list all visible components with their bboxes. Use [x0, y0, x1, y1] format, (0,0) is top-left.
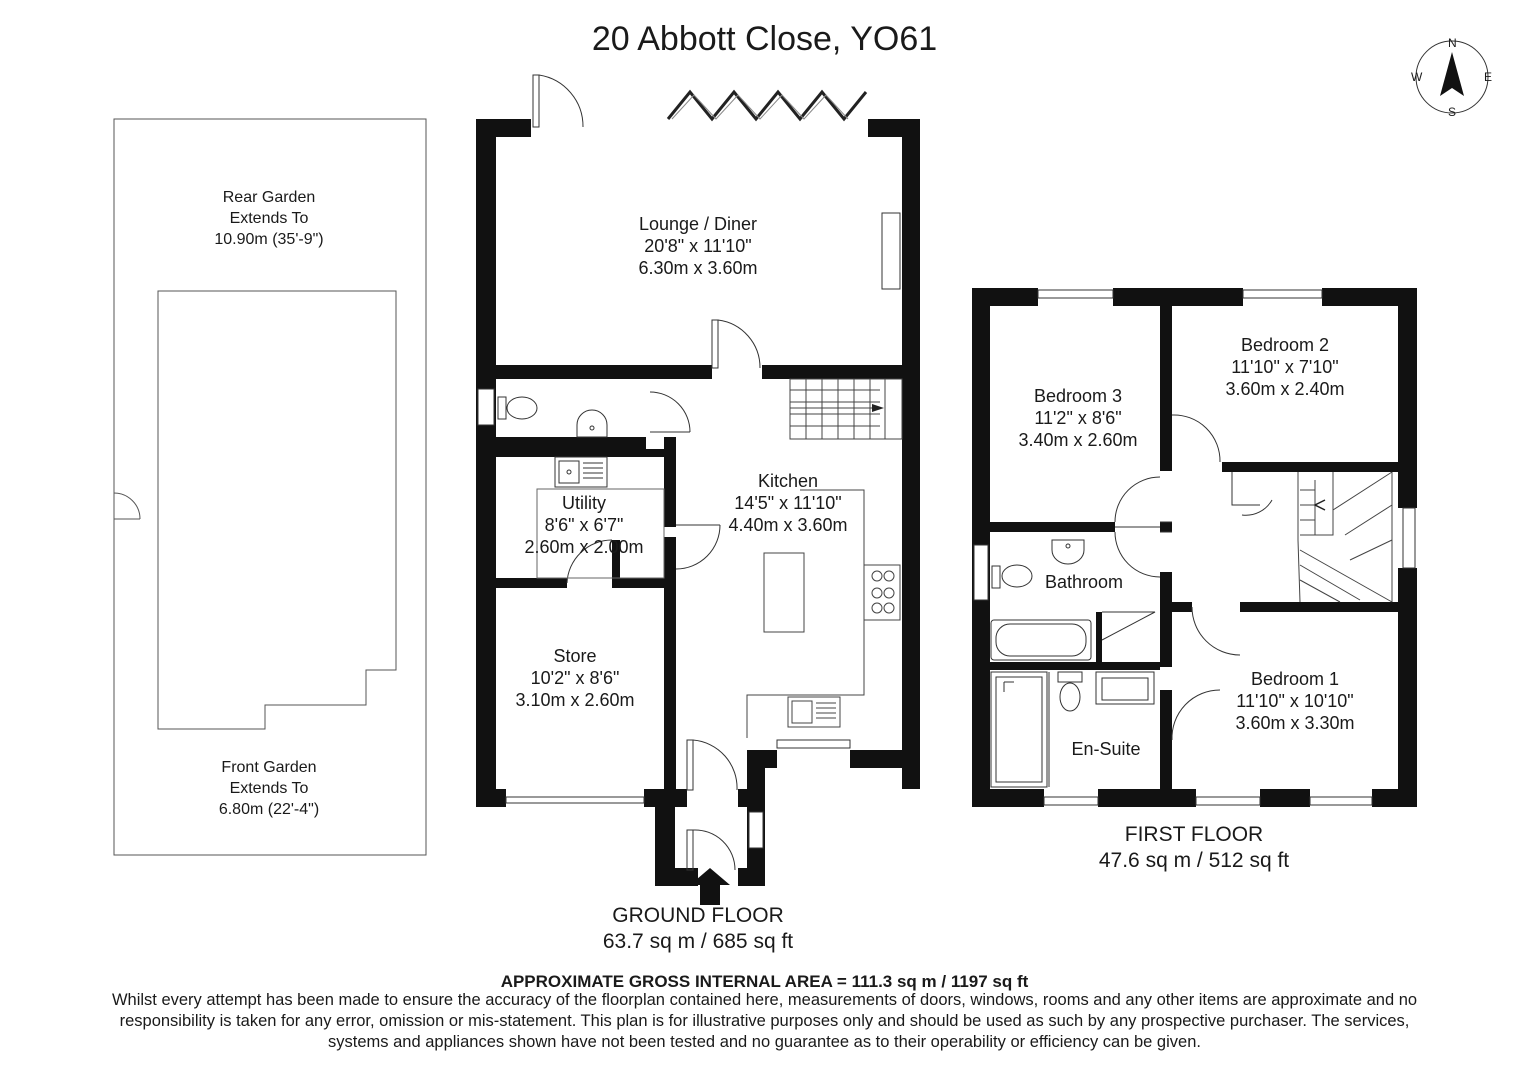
first-floor-label: FIRST FLOOR 47.6 sq m / 512 sq ft — [1098, 823, 1290, 872]
first-floor-plan — [972, 288, 1417, 807]
ground-floor-plan — [476, 74, 920, 905]
room-bedroom-2: Bedroom 2 11'10" x 7'10" 3.60m x 2.40m — [1225, 335, 1345, 399]
garden-plan — [113, 118, 427, 856]
room-lounge-diner: Lounge / Diner 20'8" x 11'10" 6.30m x 3.… — [638, 214, 758, 278]
room-bathroom: Bathroom — [1044, 572, 1124, 592]
front-garden-label: Front Garden Extends To 6.80m (22'-4") — [218, 759, 320, 818]
room-kitchen: Kitchen 14'5" x 11'10" 4.40m x 3.60m — [728, 471, 848, 535]
ground-floor-label: GROUND FLOOR 63.7 sq m / 685 sq ft — [602, 904, 794, 953]
compass-icon — [1415, 40, 1489, 114]
room-bedroom-3: Bedroom 3 11'2" x 8'6" 3.40m x 2.60m — [1018, 386, 1138, 450]
page-title: 20 Abbott Close, YO61 — [591, 20, 938, 58]
room-bedroom-1: Bedroom 1 11'10" x 10'10" 3.60m x 3.30m — [1235, 669, 1355, 733]
room-utility: Utility 8'6" x 6'7" 2.60m x 2.00m — [524, 493, 644, 557]
compass-e: E — [1484, 70, 1493, 84]
compass-s: S — [1448, 105, 1457, 119]
compass-n: N — [1448, 36, 1457, 50]
rear-garden-label: Rear Garden Extends To 10.90m (35'-9") — [214, 189, 324, 248]
compass-w: W — [1411, 70, 1423, 84]
gross-internal-area: APPROXIMATE GROSS INTERNAL AREA = 111.3 … — [500, 972, 1029, 991]
disclaimer-text: Whilst every attempt has been made to en… — [111, 991, 1418, 1051]
room-store: Store 10'2" x 8'6" 3.10m x 2.60m — [515, 646, 635, 710]
room-en-suite: En-Suite — [1071, 739, 1141, 759]
